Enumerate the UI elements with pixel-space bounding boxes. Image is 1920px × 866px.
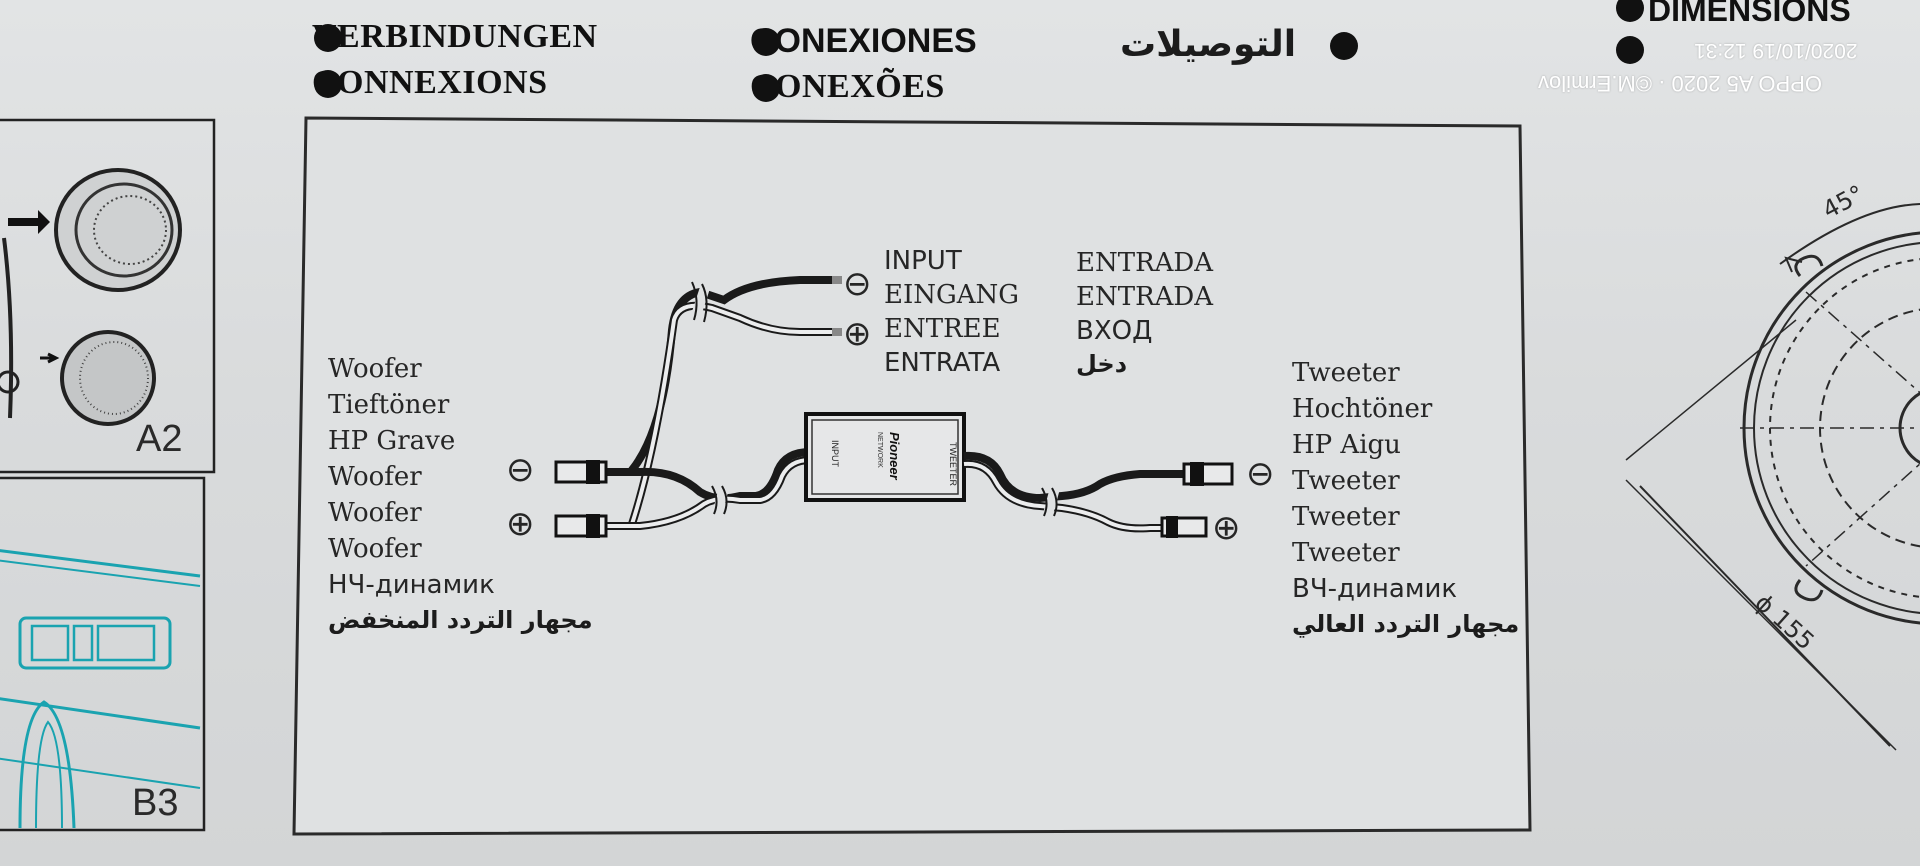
input-wires [628, 276, 842, 528]
tweeter-label-ru: ВЧ-динамик [1292, 574, 1458, 604]
woofer-label-de: Tieftöner [328, 390, 450, 420]
input-label-entrata: ENTRATA [884, 348, 1001, 378]
tweeter-plus-symbol: ⊕ [1212, 508, 1241, 548]
input-label-entree: ENTREE [884, 314, 1001, 344]
tweeter-label-fr: HP Aigu [1292, 430, 1401, 460]
input-label-input: INPUT [884, 246, 962, 276]
input-minus-symbol: ⊖ [843, 264, 872, 304]
input-label-entrada-pt: ENTRADA [1076, 282, 1214, 312]
crossover-brand: Pioneer [887, 432, 902, 481]
crossover-network: INPUT TWEETER [804, 412, 966, 502]
header-conexoes: CONEXÕES [750, 68, 945, 105]
tweeter-connector-minus [1182, 462, 1234, 486]
woofer-plus-symbol: ⊕ [506, 504, 535, 544]
tweeter-label-es: Tweeter [1292, 502, 1400, 532]
panel-label-a2: A2 [136, 418, 183, 460]
speaker-dimension-drawing [1625, 203, 1920, 751]
woofer-label-en: Woofer [328, 354, 422, 384]
input-plus-symbol: ⊕ [843, 314, 872, 354]
tweeter-wires [963, 451, 1184, 533]
woofer-label-pt: Woofer [328, 534, 422, 564]
header-connexions: CONNEXIONS [312, 64, 548, 101]
woofer-label-ar: مجهار التردد المنخفض [328, 606, 593, 634]
tweeter-label-pt: Tweeter [1292, 538, 1400, 568]
input-label-eingang: EINGANG [884, 280, 1020, 310]
panel-label-b3: B3 [132, 782, 179, 824]
header-verbindungen: VERBINDUNGEN [312, 18, 598, 55]
tweeter-label-it: Tweeter [1292, 466, 1400, 496]
input-label-vkhod: ВХОД [1076, 316, 1153, 346]
tweeter-label-en: Tweeter [1292, 358, 1400, 388]
woofer-connector-minus [554, 460, 608, 484]
tweeter-connector-plus [1160, 516, 1208, 538]
tweeter-minus-symbol: ⊖ [1246, 454, 1275, 494]
input-wire-tip-plus [832, 328, 842, 336]
tweeter-label-ar: مجهار التردد العالي [1292, 610, 1520, 638]
svg-text:TWEETER: TWEETER [948, 442, 958, 486]
input-label-entrada-es: ENTRADA [1076, 248, 1214, 278]
woofer-label-ru: НЧ-динамик [328, 570, 495, 600]
woofer-connector-plus [554, 514, 608, 538]
left-panels [0, 118, 216, 832]
header-conexiones: CONEXIONES [750, 22, 977, 60]
woofer-minus-symbol: ⊖ [506, 450, 535, 490]
input-wire-tip-minus [832, 276, 842, 284]
svg-text:NETWORK: NETWORK [876, 432, 883, 468]
header-arabic: التوصيلات [1120, 24, 1297, 65]
input-label-arabic: دخل [1076, 350, 1128, 378]
header-dimensions: DIMENSIONS [1648, 0, 1851, 28]
svg-text:INPUT: INPUT [830, 440, 840, 468]
woofer-label-fr: HP Grave [328, 426, 456, 456]
woofer-label-es: Woofer [328, 498, 422, 528]
tweeter-label-de: Hochtöner [1292, 394, 1433, 424]
woofer-wires [606, 448, 811, 530]
woofer-label-it: Woofer [328, 462, 422, 492]
